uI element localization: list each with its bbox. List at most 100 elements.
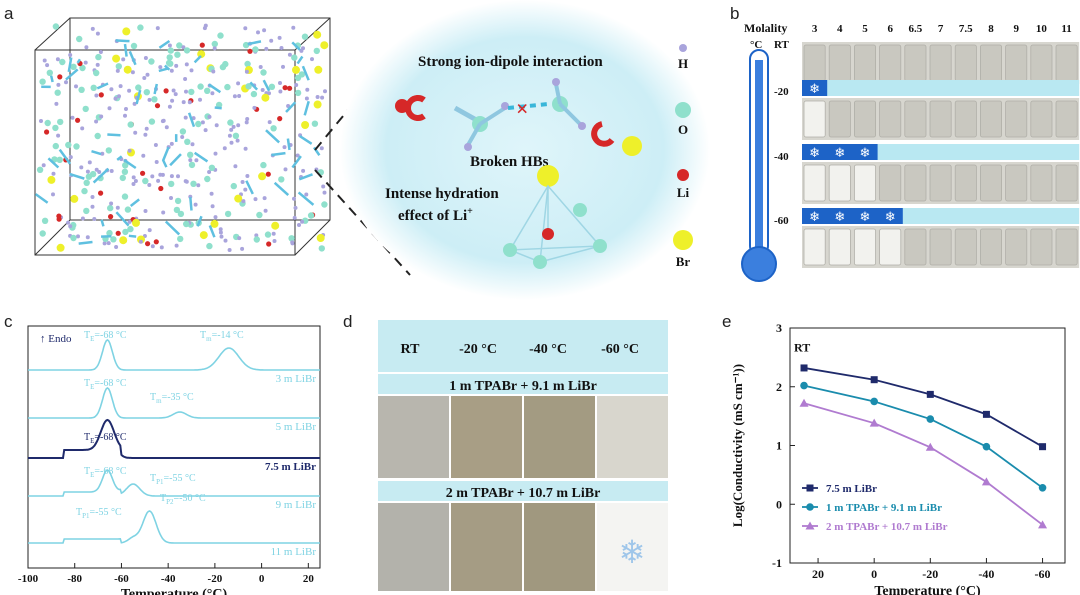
atom <box>176 174 180 179</box>
atom <box>90 26 95 31</box>
atom <box>123 113 127 118</box>
atom <box>291 25 296 30</box>
atom <box>68 155 73 160</box>
hydration-tetrahedron <box>503 165 607 269</box>
bond <box>67 57 73 73</box>
atom <box>143 89 150 96</box>
atom <box>39 230 46 237</box>
atom <box>294 83 299 87</box>
data-point <box>982 410 990 418</box>
bond <box>161 159 168 168</box>
y-axis-label: Log(Conductivity (mS cm⁻¹)) <box>730 364 745 527</box>
atom <box>313 100 322 109</box>
atom <box>218 227 223 232</box>
atom <box>292 65 300 74</box>
atom <box>260 69 267 76</box>
bond <box>100 219 105 227</box>
atom <box>41 163 46 168</box>
bond <box>296 55 304 65</box>
atom <box>84 45 89 50</box>
atom <box>236 123 241 128</box>
trace-label: 9 m LiBr <box>276 499 317 511</box>
bond <box>123 158 137 170</box>
atom <box>52 124 59 132</box>
atom <box>95 62 100 67</box>
atom <box>115 205 120 210</box>
atom <box>207 114 212 119</box>
atom <box>143 209 148 213</box>
atom <box>194 158 199 163</box>
vial <box>828 228 851 266</box>
atom <box>187 100 192 105</box>
atom <box>165 59 173 67</box>
atom <box>301 46 305 51</box>
atom <box>147 228 152 233</box>
row1-label: 1 m TPABr + 9.1 m LiBr <box>449 379 597 394</box>
atom <box>106 241 111 246</box>
atom <box>224 210 232 218</box>
legend-label: 7.5 m LiBr <box>826 483 877 495</box>
atom <box>184 89 188 94</box>
atom <box>141 153 146 158</box>
atom <box>132 101 137 106</box>
atom <box>151 96 158 103</box>
molality-9: 9 <box>1013 23 1019 35</box>
atom <box>224 83 231 91</box>
bond <box>78 240 93 245</box>
atom <box>294 89 302 97</box>
atom <box>213 215 218 220</box>
legend-label-h: H <box>678 56 688 71</box>
vial-photo <box>597 396 668 478</box>
atom <box>79 165 84 170</box>
atom <box>156 178 161 183</box>
atom <box>245 83 252 90</box>
atom <box>193 202 198 207</box>
atom <box>195 120 202 128</box>
atom <box>107 106 112 111</box>
atom <box>110 236 117 243</box>
atom <box>56 156 63 163</box>
vial <box>854 44 877 82</box>
vial <box>979 164 1002 202</box>
molality-6: 6 <box>887 23 893 35</box>
atom <box>319 146 324 151</box>
atom-cloud <box>34 23 329 252</box>
temp-header: -20 °C <box>459 342 497 357</box>
panel-label-b: b <box>730 4 740 23</box>
panel-a-title: Strong ion-dipole interaction <box>418 54 603 70</box>
snowflake-icon: ❄ <box>809 209 820 224</box>
atom <box>321 184 326 189</box>
bond <box>92 167 110 184</box>
atom <box>219 234 224 239</box>
atom <box>80 216 85 221</box>
atom <box>250 90 258 98</box>
atom <box>143 132 148 137</box>
atom <box>153 239 159 245</box>
atom <box>267 120 272 125</box>
bond <box>65 68 79 81</box>
vial <box>879 100 902 138</box>
atom <box>54 89 61 96</box>
vial <box>954 164 977 202</box>
bond <box>96 82 109 90</box>
data-point <box>981 477 991 486</box>
atom <box>132 218 140 227</box>
atom <box>113 96 118 101</box>
atom <box>144 126 149 131</box>
atom <box>57 118 64 126</box>
bond <box>47 157 60 169</box>
bond <box>129 198 140 208</box>
atom <box>133 130 138 135</box>
atom <box>177 235 184 243</box>
vial <box>1055 44 1078 82</box>
atom <box>287 52 292 57</box>
atom <box>207 170 212 174</box>
atom <box>199 231 208 240</box>
atom <box>98 92 104 98</box>
atom <box>214 123 219 128</box>
vial <box>954 44 977 82</box>
atom <box>107 204 114 212</box>
vial-photo <box>451 503 522 591</box>
